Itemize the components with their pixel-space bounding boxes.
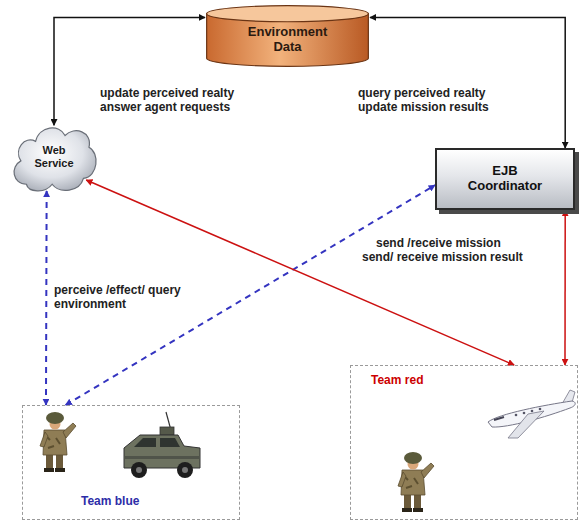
vehicle-figure — [124, 412, 200, 478]
soldier-leg — [414, 494, 421, 510]
node-title: Environment Data — [240, 25, 335, 55]
aircraft-window — [539, 408, 542, 411]
node-title: Web Service — [27, 144, 81, 169]
vehicle-trim — [124, 456, 200, 459]
node-title: EJB Coordinator — [463, 164, 547, 194]
edge-label-holder: perceive /effect/ query environment — [54, 283, 204, 311]
connector — [45, 191, 48, 405]
team-region: Team red — [350, 365, 578, 520]
aircraft-window — [523, 412, 526, 415]
coordinator-box: EJB Coordinator — [435, 148, 575, 210]
vehicle-hub — [136, 467, 142, 473]
database-cylinder: Environment Data — [205, 5, 370, 67]
soldier-helmet — [46, 412, 64, 424]
soldier-figure — [398, 452, 434, 512]
aircraft-cockpit — [494, 417, 504, 420]
soldier-leg — [404, 494, 411, 510]
soldier-leg — [56, 454, 63, 470]
edge-label: query perceived realty update mission re… — [358, 86, 508, 114]
camo-pattern — [46, 436, 60, 448]
cloud-shape — [14, 128, 96, 191]
edge-label-holder: send /receive mission send/ receive miss… — [362, 236, 528, 264]
team-region: Team blue — [22, 405, 240, 520]
team-name: Team blue — [81, 495, 139, 509]
soldier-arm — [421, 463, 434, 478]
soldier-boot — [44, 468, 54, 472]
soldier-helmet — [404, 452, 422, 464]
aircraft-figure — [488, 390, 575, 438]
soldier-boot — [413, 508, 423, 512]
edge-label: update perceived realty answer agent req… — [100, 86, 250, 114]
vehicle-turret — [160, 427, 174, 435]
vehicle-window — [134, 438, 156, 447]
soldier-boot — [402, 508, 412, 512]
team-name: Team red — [371, 374, 423, 388]
vehicle-wheel — [131, 462, 147, 478]
service-cloud: Web Service — [8, 116, 100, 194]
camo-pattern — [404, 476, 418, 488]
edge-label: perceive /effect/ query environment — [54, 283, 204, 311]
edge-label: send /receive mission send/ receive miss… — [362, 236, 528, 264]
soldier-arm — [63, 423, 76, 438]
cylinder-top — [207, 6, 369, 22]
aircraft-window — [531, 410, 534, 413]
vehicle-hub — [182, 467, 188, 473]
soldier-arm — [398, 472, 406, 487]
aircraft-wing — [508, 411, 544, 438]
vehicle-window — [160, 438, 180, 447]
aircraft-window — [515, 414, 518, 417]
connector — [370, 17, 565, 148]
soldier-arm — [40, 432, 48, 447]
edge-label-holder: update perceived realty answer agent req… — [100, 86, 250, 114]
vehicle-wheel — [177, 462, 193, 478]
edge-label-holder: query perceived realty update mission re… — [358, 86, 508, 114]
soldier-figure — [40, 412, 76, 472]
soldier-boot — [55, 468, 65, 472]
soldier-leg — [46, 454, 53, 470]
connector — [564, 210, 566, 365]
